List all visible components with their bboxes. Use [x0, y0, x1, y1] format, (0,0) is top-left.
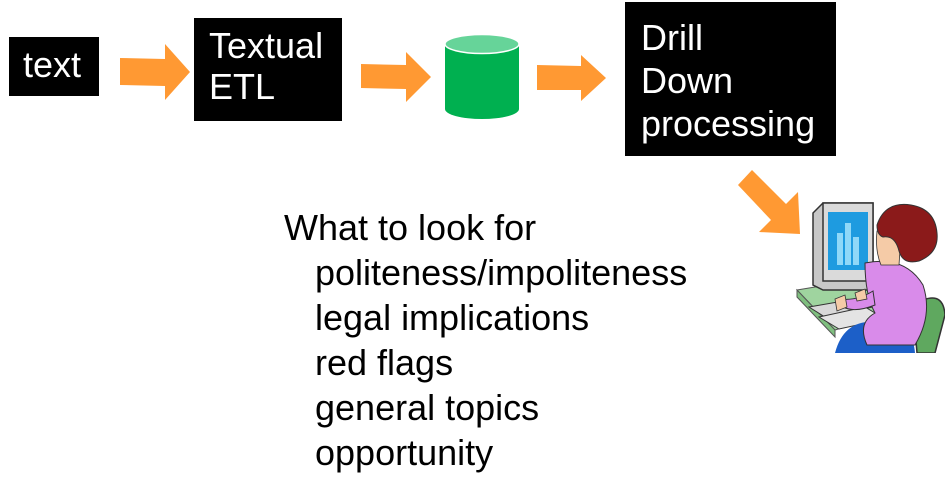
- drill-down-processing-box: Drill Down processing: [625, 2, 836, 156]
- person-at-computer-icon: [795, 202, 945, 353]
- textual-etl-box: Textual ETL: [194, 18, 342, 121]
- arrow-right-icon: [537, 55, 606, 101]
- list-item: politeness/impoliteness: [315, 252, 688, 293]
- list-item: red flags: [315, 342, 454, 383]
- drill-label-line-2: Down: [641, 60, 734, 102]
- source-text-label: text: [23, 44, 82, 85]
- what-to-look-for-list: What to look for politeness/impoliteness…: [284, 205, 687, 475]
- arrow-down-right-icon: [738, 170, 800, 234]
- list-item: general topics: [315, 387, 540, 428]
- source-text-box: text: [9, 37, 99, 96]
- list-item: opportunity: [315, 432, 494, 473]
- arrow-right-icon: [120, 44, 190, 100]
- etl-label-line-1: Textual: [209, 25, 324, 66]
- arrow-right-icon: [361, 52, 431, 102]
- list-item: legal implications: [315, 297, 590, 338]
- etl-label-line-2: ETL: [209, 65, 276, 107]
- list-heading: What to look for: [284, 207, 537, 248]
- drill-label-line-3: processing: [641, 103, 816, 145]
- drill-label-line-1: Drill: [641, 17, 703, 58]
- database-cylinder-icon: [444, 33, 520, 119]
